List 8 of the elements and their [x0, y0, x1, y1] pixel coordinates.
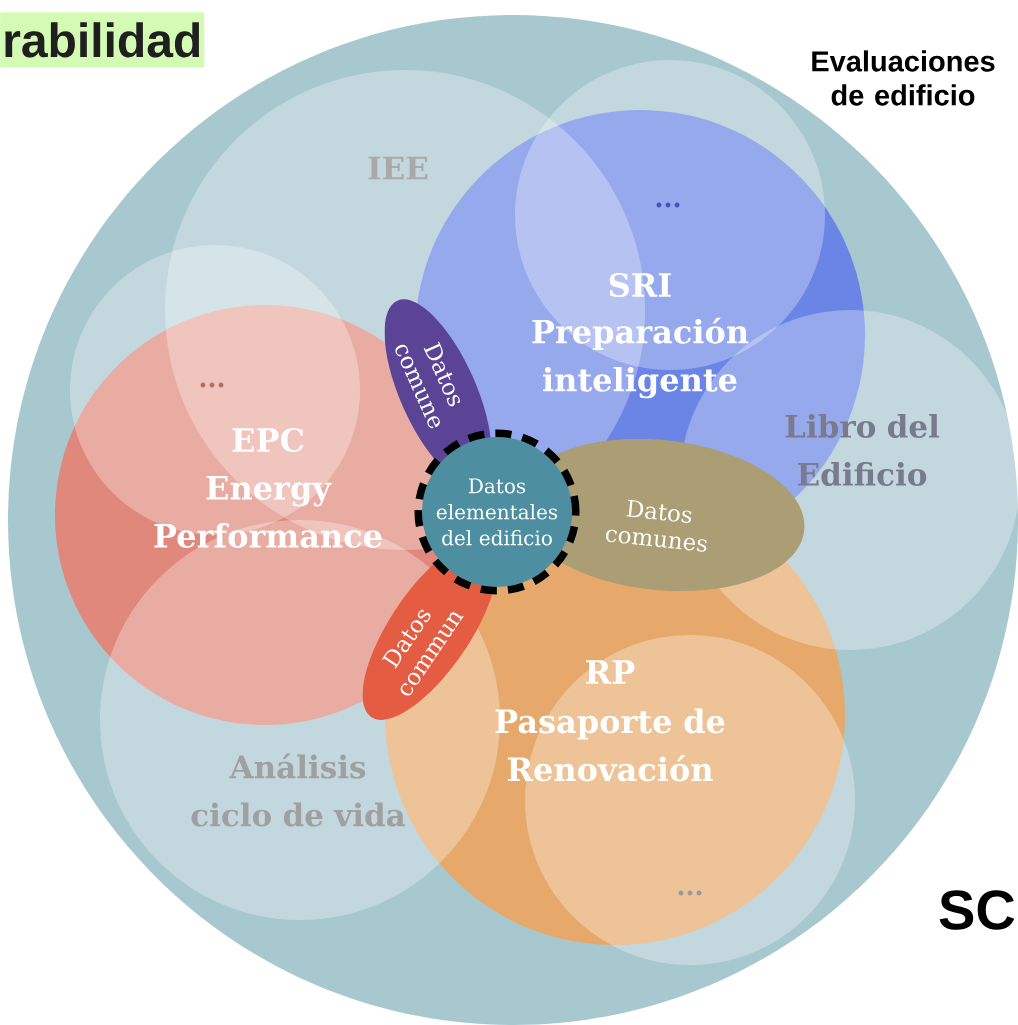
region-label: SRI Preparación inteligente [532, 272, 749, 399]
region-label: ... [200, 382, 224, 388]
region-label: ... [678, 890, 702, 896]
title-box: rabilidad [0, 12, 205, 68]
region-label: ... [656, 202, 680, 208]
label-text: SC [939, 890, 1015, 930]
region-label: RP Pasaporte de Renovación [495, 660, 725, 782]
region-label: Análisis ciclo de vida [191, 753, 406, 827]
